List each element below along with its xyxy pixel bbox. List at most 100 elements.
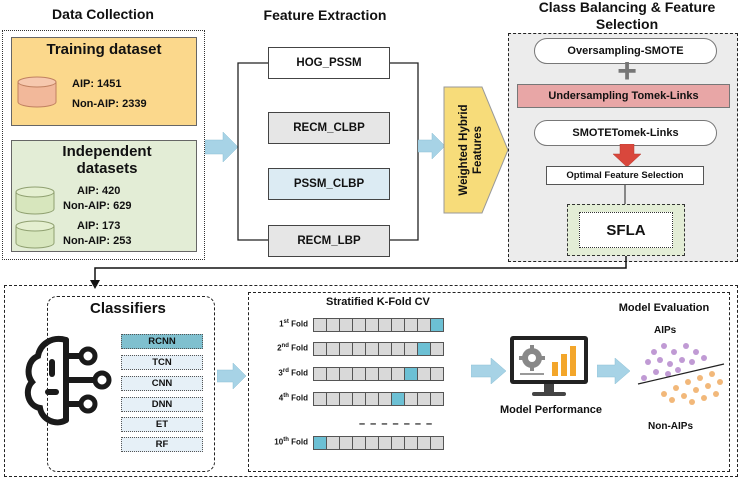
fold-label: 4th Fold — [252, 393, 308, 403]
fold-train-cell — [365, 436, 379, 450]
database-icon — [15, 220, 55, 249]
fold-train-cell — [365, 392, 379, 406]
independent-set1-aip: AIP: 420 — [77, 185, 121, 197]
fold-word: Fold — [291, 368, 308, 378]
feature-hog-pssm: HOG_PSSM — [268, 47, 390, 79]
sfla-box: SFLA — [579, 212, 673, 248]
training-dataset-title: Training dataset — [46, 41, 162, 58]
block-arrow-right — [471, 358, 507, 384]
fold-train-cell — [352, 367, 366, 381]
fold-number: 4 — [278, 393, 284, 403]
fold-test-cell — [417, 342, 431, 356]
aips-label: AIPs — [654, 325, 677, 336]
weighted-hybrid-features-label: Weighted Hybrid Features — [458, 104, 484, 196]
independent-set2-non-aip: Non-AIP: 253 — [63, 235, 132, 247]
fold-train-cell — [352, 436, 366, 450]
fold-train-cell — [430, 436, 444, 450]
fold-label: 3rd Fold — [252, 368, 308, 378]
fold-train-cell — [339, 436, 353, 450]
fold-test-cell — [430, 318, 444, 332]
fold-train-cell — [313, 392, 327, 406]
brain-network-icon — [24, 336, 112, 426]
fold-train-cell — [404, 342, 418, 356]
fold-train-cell — [404, 318, 418, 332]
block-arrow-right — [217, 363, 247, 389]
fold-train-cell — [417, 436, 431, 450]
fold-train-cell — [352, 392, 366, 406]
oversampling-smote: Oversampling-SMOTE — [534, 38, 717, 64]
fold-train-cell — [326, 392, 340, 406]
block-arrow-right — [418, 133, 446, 159]
feature-recm-lbp: RECM_LBP — [268, 225, 390, 257]
fold-train-cell — [339, 318, 353, 332]
fold-train-cell — [391, 436, 405, 450]
fold-train-cell — [378, 367, 392, 381]
training-dataset-box: Training dataset AIP: 1451 Non-AIP: 2339 — [11, 37, 197, 126]
classifier-rf: RF — [121, 437, 203, 452]
independent-datasets-title: Independent datasets — [62, 143, 152, 177]
weighted-hybrid-features-shape — [443, 86, 509, 214]
fold-label: 1st Fold — [252, 319, 308, 329]
fold-word: Fold — [291, 343, 308, 353]
fold-train-cell — [430, 342, 444, 356]
fold-row — [313, 342, 467, 356]
undersampling-tomek-links: Undersampling Tomek-Links — [517, 84, 730, 108]
classification-scatter — [637, 343, 725, 405]
fold-train-cell — [326, 367, 340, 381]
fold-train-cell — [365, 318, 379, 332]
feature-recm-clbp: RECM_CLBP — [268, 112, 390, 144]
database-icon — [15, 186, 55, 215]
training-aip-count: AIP: 1451 — [72, 78, 122, 90]
cv-title: Stratified K-Fold CV — [326, 296, 430, 308]
fold-train-cell — [378, 436, 392, 450]
fold-train-cell — [365, 367, 379, 381]
fold-row — [313, 318, 467, 332]
optimal-feature-selection: Optimal Feature Selection — [546, 166, 704, 185]
fold-row — [313, 436, 467, 450]
independent-set1-non-aip: Non-AIP: 629 — [63, 200, 132, 212]
fold-train-cell — [391, 342, 405, 356]
fold-train-cell — [404, 436, 418, 450]
fold-ordinal: rd — [282, 368, 289, 374]
fold-train-cell — [430, 367, 444, 381]
training-non-aip-count: Non-AIP: 2339 — [72, 98, 147, 110]
fold-ordinal: st — [283, 319, 289, 325]
fold-train-cell — [313, 342, 327, 356]
feature-extraction-heading: Feature Extraction — [263, 7, 387, 23]
fold-train-cell — [391, 367, 405, 381]
fold-number: 1 — [279, 319, 284, 329]
fold-row — [313, 367, 467, 381]
fold-word: Fold — [291, 437, 308, 447]
monitor-chart-icon — [510, 336, 588, 396]
bottom-panel — [4, 285, 738, 477]
data-collection-heading: Data Collection — [52, 6, 154, 22]
fold-train-cell — [365, 342, 379, 356]
fold-train-cell — [417, 392, 431, 406]
plus-sign: + — [617, 52, 637, 90]
fold-train-cell — [352, 318, 366, 332]
cv-panel — [248, 292, 730, 472]
non-aips-label: Non-AIPs — [648, 421, 693, 432]
classifier-et: ET — [121, 417, 203, 432]
independent-datasets-box: Independent datasets AIP: 420 Non-AIP: 6… — [11, 140, 197, 252]
fold-train-cell — [339, 367, 353, 381]
fold-train-cell — [378, 318, 392, 332]
fold-train-cell — [417, 367, 431, 381]
independent-set2-aip: AIP: 173 — [77, 220, 121, 232]
down-arrow-icon — [612, 144, 642, 168]
feature-pssm-clbp: PSSM_CLBP — [268, 168, 390, 200]
class-balancing-heading: Class Balancing & Feature Selection — [538, 0, 716, 32]
fold-train-cell — [326, 342, 340, 356]
smotetomek-links: SMOTETomek-Links — [534, 120, 717, 146]
model-evaluation-title: Model Evaluation — [618, 302, 710, 314]
fold-word: Fold — [291, 393, 308, 403]
fold-row — [313, 392, 467, 406]
classifiers-panel — [47, 296, 215, 472]
fold-ellipsis: – – – – – – – — [359, 418, 434, 430]
fold-ordinal: th — [283, 437, 289, 443]
classifier-cnn: CNN — [121, 376, 203, 391]
classifier-tcn: TCN — [121, 355, 203, 370]
fold-train-cell — [404, 392, 418, 406]
fold-train-cell — [417, 318, 431, 332]
fold-label: 10th Fold — [252, 437, 308, 447]
